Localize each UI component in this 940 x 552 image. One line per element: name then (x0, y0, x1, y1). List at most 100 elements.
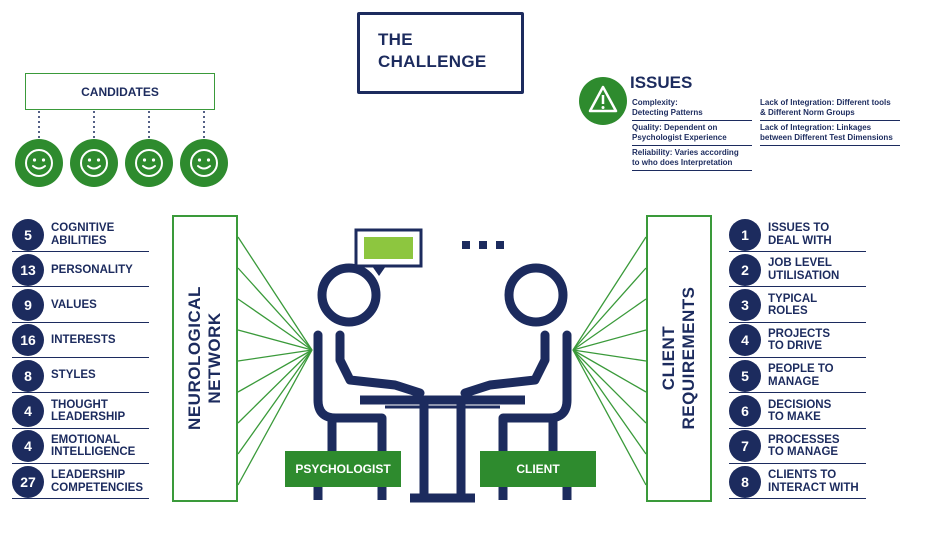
network-line (237, 267, 313, 351)
requirement-row: 5 PEOPLE TO MANAGE (729, 359, 834, 392)
number-badge: 4 (12, 430, 44, 463)
number-badge: 27 (12, 465, 44, 498)
row-divider (12, 356, 149, 359)
attribute-row: 8 STYLES (12, 359, 96, 392)
client-label: CLIENT (480, 451, 596, 487)
row-label: COGNITIVE ABILITIES (51, 222, 115, 247)
neurological-network-label: NEUROLOGICAL NETWORK (185, 286, 224, 430)
row-divider (729, 462, 866, 464)
attribute-row: 27 LEADERSHIP COMPETENCIES (12, 465, 143, 498)
number-badge: 5 (729, 359, 761, 392)
network-line (237, 236, 313, 351)
row-label: VALUES (51, 298, 97, 311)
attribute-row: 9 VALUES (12, 289, 97, 322)
smiley-face-icon (70, 139, 118, 187)
row-divider (12, 286, 149, 288)
row-divider (729, 392, 866, 394)
requirement-line (572, 349, 647, 486)
requirement-line (572, 267, 647, 351)
speech-bubble-icon (354, 228, 423, 276)
row-label: CLIENTS TO INTERACT WITH (768, 469, 859, 494)
issue-item: Lack of Integration: Linkages between Di… (760, 123, 900, 146)
requirement-line (572, 236, 647, 351)
number-badge: 8 (729, 465, 761, 498)
smiley-face-icon (125, 139, 173, 187)
requirement-line (572, 349, 647, 362)
title-box: THE CHALLENGE (357, 12, 524, 94)
chair-legs (313, 485, 572, 500)
smiley-face-icon (15, 139, 63, 187)
number-badge: 4 (12, 395, 44, 427)
row-label: EMOTIONAL INTELLIGENCE (51, 433, 136, 459)
candidates-box: CANDIDATES (25, 73, 215, 110)
ellipsis-icon (462, 241, 504, 249)
network-line (237, 349, 313, 393)
number-badge: 9 (12, 289, 44, 322)
title-line-1: THE (378, 30, 413, 49)
requirement-line (572, 298, 647, 351)
row-label: LEADERSHIP COMPETENCIES (51, 469, 144, 494)
row-divider (12, 427, 149, 429)
number-badge: 2 (729, 253, 761, 286)
issues-title: ISSUES (630, 73, 693, 92)
row-label: ISSUES TO DEAL WITH (768, 222, 832, 247)
issue-item: Complexity: Detecting Patterns (632, 98, 752, 121)
number-badge: 1 (729, 218, 761, 251)
issue-item: Quality: Dependent on Psychologist Exper… (632, 123, 752, 146)
row-divider (12, 462, 149, 464)
candidates-label: CANDIDATES (81, 84, 159, 99)
number-badge: 7 (729, 430, 761, 463)
number-badge: 3 (729, 289, 761, 322)
table (360, 395, 525, 503)
row-label: PROJECTS TO DRIVE (768, 327, 830, 353)
number-badge: 4 (729, 324, 761, 357)
requirement-line (572, 329, 647, 351)
row-divider (12, 321, 149, 323)
row-divider (729, 427, 866, 429)
network-line (237, 349, 313, 455)
row-divider (12, 392, 149, 394)
title-line-2: CHALLENGE (378, 52, 487, 71)
network-connectors (237, 236, 647, 486)
row-label: PEOPLE TO MANAGE (768, 363, 834, 388)
smiley-face-icon (180, 139, 228, 187)
requirement-row: 2 JOB LEVEL UTILISATION (729, 253, 839, 286)
row-divider (729, 286, 866, 288)
row-divider (12, 498, 149, 500)
psychologist-figure (313, 263, 425, 460)
number-badge: 8 (12, 359, 44, 392)
psychologist-label: PSYCHOLOGIST (285, 451, 401, 487)
network-line (237, 329, 313, 351)
requirement-line (572, 349, 647, 424)
requirement-row: 7 PROCESSES TO MANAGE (729, 430, 840, 463)
warning-icon (579, 77, 627, 125)
number-badge: 6 (729, 395, 761, 427)
issue-item: Lack of Integration: Different tools & D… (760, 98, 900, 121)
attribute-row: 13 PERSONALITY (12, 253, 133, 286)
issue-item: Reliability: Varies according to who doe… (632, 148, 752, 171)
network-line (237, 298, 313, 351)
client-figure (460, 263, 572, 460)
client-requirements-label: CLIENT REQUIREMENTS (659, 286, 698, 430)
row-label: JOB LEVEL UTILISATION (768, 257, 840, 282)
requirement-row: 1 ISSUES TO DEAL WITH (729, 218, 832, 251)
number-badge: 13 (12, 253, 44, 286)
client-requirements-panel (646, 215, 712, 502)
row-label: PERSONALITY (51, 263, 133, 276)
row-label: STYLES (51, 369, 96, 382)
number-badge: 16 (12, 324, 44, 357)
network-line (237, 349, 313, 424)
row-divider (729, 498, 866, 500)
row-divider (12, 251, 149, 253)
requirement-line (572, 349, 647, 393)
row-divider (729, 356, 866, 359)
row-label: PROCESSES TO MANAGE (768, 433, 840, 459)
attribute-row: 4 EMOTIONAL INTELLIGENCE (12, 430, 135, 463)
row-divider (729, 321, 866, 323)
row-label: THOUGHT LEADERSHIP (51, 398, 126, 424)
row-divider (729, 251, 866, 253)
